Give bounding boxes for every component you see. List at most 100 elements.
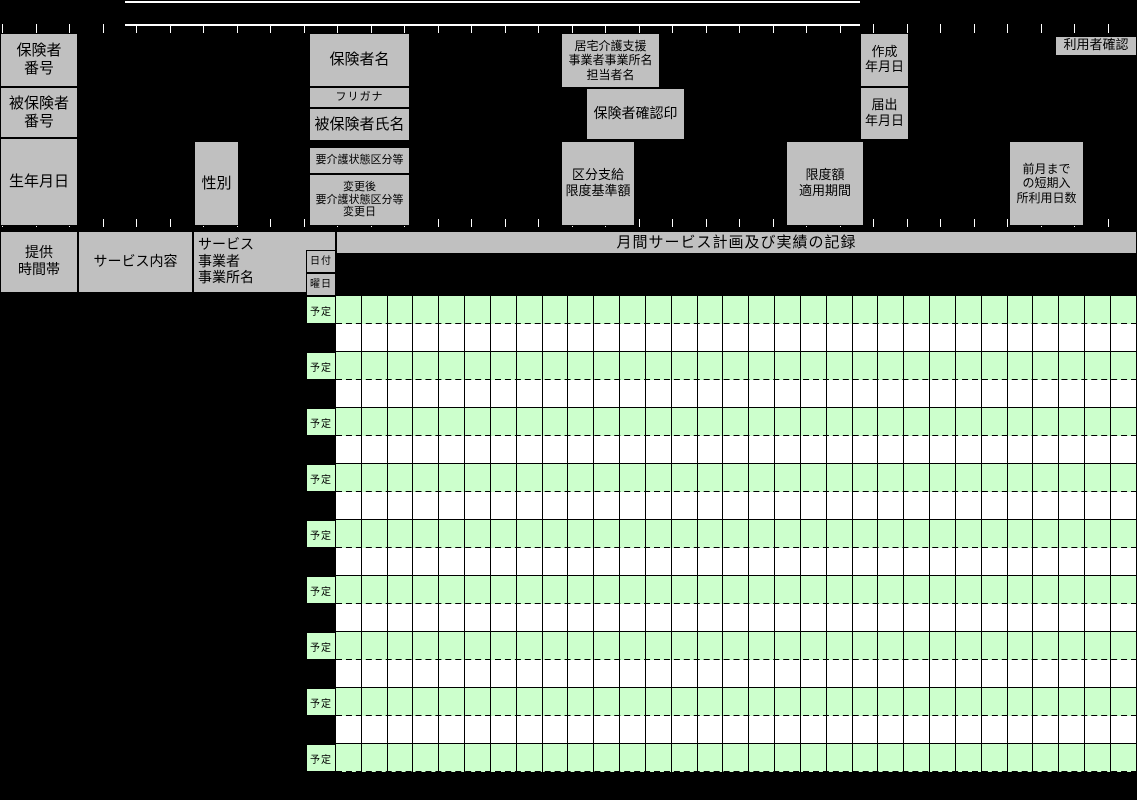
grid-cell-plan[interactable] — [672, 744, 698, 772]
grid-cell-actual[interactable] — [827, 436, 853, 464]
grid-cell-plan[interactable] — [956, 632, 982, 660]
actual-row[interactable] — [336, 716, 1137, 744]
grid-cell-actual[interactable] — [672, 660, 698, 688]
grid-cell-actual[interactable] — [827, 716, 853, 744]
grid-cell-plan[interactable] — [904, 520, 931, 548]
grid-cell-plan[interactable] — [465, 464, 491, 492]
grid-cell-plan[interactable] — [1008, 520, 1034, 548]
grid-cell-plan[interactable] — [775, 464, 801, 492]
grid-cell-plan[interactable] — [930, 520, 956, 548]
grid-cell-actual[interactable] — [413, 660, 440, 688]
grid-cell-plan[interactable] — [517, 688, 543, 716]
grid-cell-plan[interactable] — [1059, 576, 1086, 604]
grid-cell-plan[interactable] — [853, 520, 879, 548]
grid-cell-actual[interactable] — [930, 660, 956, 688]
grid-cell-plan[interactable] — [1085, 464, 1111, 492]
grid-cell-actual[interactable] — [853, 380, 879, 408]
grid-cell-actual[interactable] — [568, 548, 595, 576]
grid-cell-plan[interactable] — [646, 464, 672, 492]
grid-cell-plan[interactable] — [413, 408, 440, 436]
grid-cell-plan[interactable] — [853, 744, 879, 772]
grid-cell-actual[interactable] — [517, 380, 543, 408]
grid-cell-actual[interactable] — [465, 604, 491, 632]
grid-cell-actual[interactable] — [930, 492, 956, 520]
grid-cell-actual[interactable] — [749, 716, 776, 744]
grid-cell-plan[interactable] — [594, 688, 621, 716]
grid-cell-plan[interactable] — [801, 352, 827, 380]
grid-cell-plan[interactable] — [1059, 464, 1086, 492]
grid-cell-plan[interactable] — [1008, 688, 1034, 716]
grid-cell-plan[interactable] — [620, 352, 646, 380]
grid-cell-plan[interactable] — [749, 520, 776, 548]
grid-cell-plan[interactable] — [594, 408, 621, 436]
grid-cell-actual[interactable] — [646, 380, 672, 408]
grid-cell-plan[interactable] — [620, 464, 646, 492]
grid-cell-actual[interactable] — [413, 436, 440, 464]
grid-cell-actual[interactable] — [930, 604, 956, 632]
grid-cell-plan[interactable] — [388, 744, 414, 772]
grid-cell-actual[interactable] — [594, 660, 621, 688]
grid-cell-actual[interactable] — [594, 548, 621, 576]
grid-cell-plan[interactable] — [775, 520, 801, 548]
grid-cell-plan[interactable] — [465, 632, 491, 660]
grid-cell-actual[interactable] — [1085, 604, 1111, 632]
grid-cell-actual[interactable] — [439, 716, 466, 744]
grid-cell-actual[interactable] — [749, 436, 776, 464]
grid-cell-plan[interactable] — [775, 632, 801, 660]
grid-cell-actual[interactable] — [543, 324, 569, 352]
plan-row[interactable] — [336, 408, 1137, 436]
grid-cell-plan[interactable] — [878, 464, 905, 492]
grid-cell-actual[interactable] — [878, 548, 905, 576]
grid-cell-actual[interactable] — [827, 492, 853, 520]
grid-cell-plan[interactable] — [801, 296, 827, 324]
grid-cell-plan[interactable] — [439, 408, 466, 436]
grid-cell-actual[interactable] — [620, 716, 646, 744]
grid-cell-plan[interactable] — [491, 408, 517, 436]
grid-cell-actual[interactable] — [646, 436, 672, 464]
grid-cell-actual[interactable] — [1085, 660, 1111, 688]
grid-cell-plan[interactable] — [956, 520, 982, 548]
grid-cell-actual[interactable] — [1085, 380, 1111, 408]
grid-cell-plan[interactable] — [1008, 352, 1034, 380]
grid-cell-plan[interactable] — [1111, 408, 1137, 436]
actual-row[interactable] — [336, 660, 1137, 688]
grid-cell-plan[interactable] — [1008, 632, 1034, 660]
grid-cell-plan[interactable] — [491, 576, 517, 604]
grid-cell-actual[interactable] — [1033, 492, 1060, 520]
grid-cell-plan[interactable] — [465, 520, 491, 548]
grid-cell-plan[interactable] — [698, 744, 724, 772]
grid-cell-actual[interactable] — [1085, 548, 1111, 576]
grid-cell-plan[interactable] — [543, 744, 569, 772]
grid-cell-plan[interactable] — [517, 632, 543, 660]
grid-cell-actual[interactable] — [439, 380, 466, 408]
ruler-top[interactable] — [0, 24, 1137, 33]
grid-cell-actual[interactable] — [775, 380, 801, 408]
grid-cell-actual[interactable] — [878, 436, 905, 464]
grid-cell-actual[interactable] — [517, 492, 543, 520]
grid-cell-plan[interactable] — [1033, 576, 1060, 604]
grid-cell-plan[interactable] — [698, 520, 724, 548]
grid-cell-plan[interactable] — [982, 632, 1008, 660]
grid-cell-plan[interactable] — [956, 576, 982, 604]
grid-cell-actual[interactable] — [543, 660, 569, 688]
grid-cell-actual[interactable] — [336, 660, 362, 688]
grid-cell-actual[interactable] — [620, 380, 646, 408]
grid-cell-plan[interactable] — [723, 464, 750, 492]
grid-cell-plan[interactable] — [878, 744, 905, 772]
grid-cell-plan[interactable] — [336, 744, 362, 772]
grid-cell-plan[interactable] — [904, 688, 931, 716]
grid-cell-plan[interactable] — [1085, 632, 1111, 660]
grid-cell-actual[interactable] — [853, 436, 879, 464]
grid-cell-plan[interactable] — [646, 576, 672, 604]
grid-cell-actual[interactable] — [568, 604, 595, 632]
grid-cell-plan[interactable] — [439, 632, 466, 660]
grid-cell-actual[interactable] — [465, 380, 491, 408]
grid-cell-plan[interactable] — [827, 744, 853, 772]
grid-cell-plan[interactable] — [698, 296, 724, 324]
grid-cell-plan[interactable] — [543, 408, 569, 436]
grid-cell-actual[interactable] — [1033, 324, 1060, 352]
grid-cell-actual[interactable] — [956, 716, 982, 744]
grid-cell-actual[interactable] — [491, 716, 517, 744]
grid-cell-actual[interactable] — [1085, 436, 1111, 464]
grid-cell-plan[interactable] — [465, 688, 491, 716]
